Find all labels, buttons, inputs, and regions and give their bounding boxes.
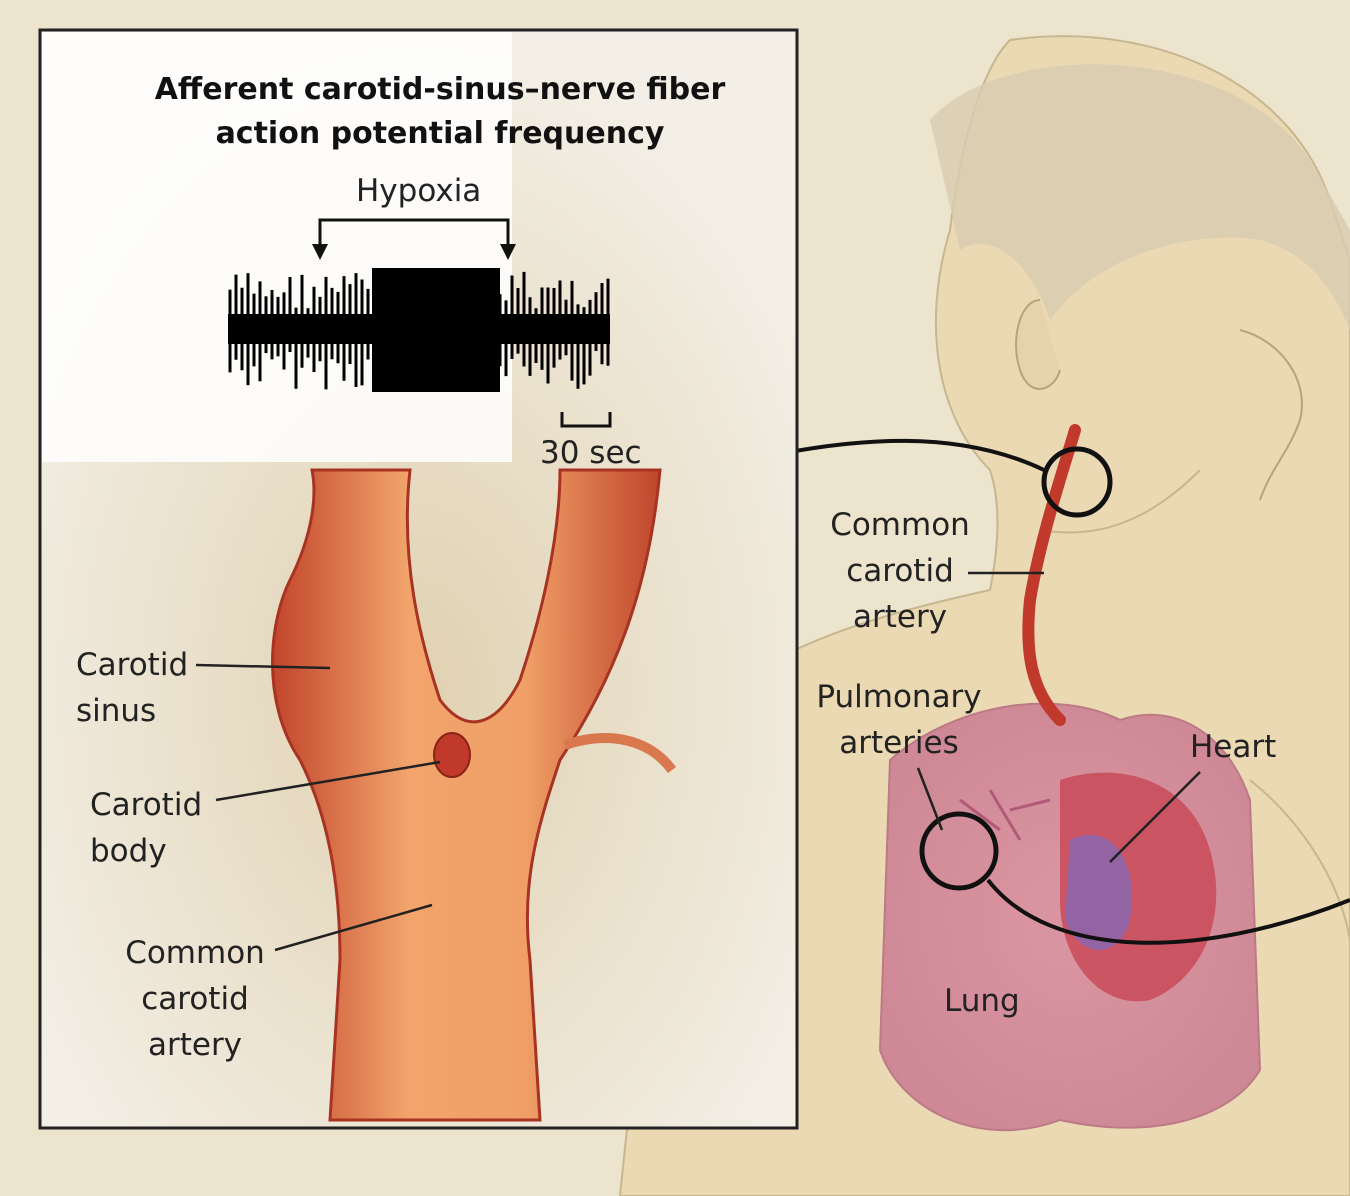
scale-bar-label: 30 sec — [540, 430, 642, 476]
body-common-carotid-artery-label: Common carotid artery — [826, 502, 974, 640]
figure-title: Afferent carotid-sinus–nerve fiber actio… — [120, 68, 760, 156]
carotid-sinus-label: Carotid sinus — [76, 642, 188, 734]
hypoxia-label: Hypoxia — [356, 168, 481, 214]
lung-label: Lung — [944, 978, 1020, 1024]
pulmonary-arteries-label: Pulmonary arteries — [814, 674, 984, 766]
carotid-body-label: Carotid body — [90, 782, 202, 874]
heart-label: Heart — [1190, 724, 1276, 770]
inset-common-carotid-artery-label: Common carotid artery — [92, 930, 298, 1068]
